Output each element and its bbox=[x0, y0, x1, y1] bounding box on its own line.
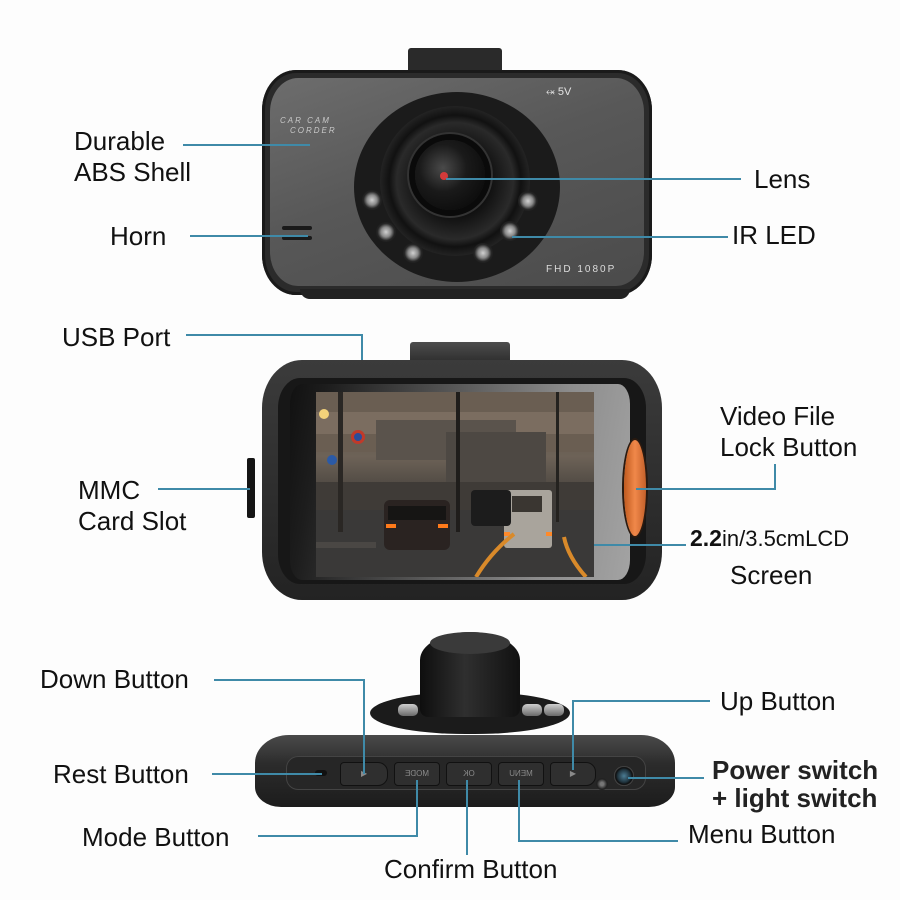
menu-button[interactable]: MENU bbox=[498, 762, 544, 786]
callout-lcd-size: 2.2in/3.5cmLCD bbox=[690, 525, 850, 551]
microphone-hole bbox=[596, 778, 608, 790]
lcd-screen-image bbox=[316, 392, 594, 577]
callout-mmc-slot: MMC Card Slot bbox=[78, 475, 187, 536]
up-arrow-icon: ▶ bbox=[569, 769, 577, 778]
callout-horn: Horn bbox=[110, 221, 167, 251]
leader-line-mode-h bbox=[258, 835, 418, 837]
callout-reset-button: Rest Button bbox=[53, 759, 189, 789]
callout-ir-led: IR LED bbox=[732, 220, 816, 250]
power-light-switch[interactable] bbox=[614, 766, 634, 786]
leader-line-down-h bbox=[214, 679, 364, 681]
resolution-marking: FHD 1080P bbox=[546, 264, 617, 275]
ir-led bbox=[544, 704, 564, 716]
mount-clip bbox=[410, 342, 510, 364]
callout-lcd-screen: Screen bbox=[730, 560, 813, 590]
leader-line-up-h bbox=[572, 700, 710, 702]
callout-confirm-button: Confirm Button bbox=[384, 854, 558, 884]
leader-line-lock-h bbox=[636, 488, 776, 490]
callout-usb-port: USB Port bbox=[62, 322, 171, 352]
leader-line-menu-v bbox=[518, 780, 520, 842]
ir-led bbox=[473, 243, 493, 263]
video-file-lock-button[interactable] bbox=[624, 440, 646, 536]
mmc-card-slot bbox=[247, 458, 255, 518]
shell-bottom-edge bbox=[300, 289, 630, 299]
ir-led bbox=[522, 704, 542, 716]
leader-line-menu-h bbox=[518, 840, 678, 842]
street-scene-image bbox=[316, 392, 594, 577]
callout-mode-button: Mode Button bbox=[82, 822, 230, 852]
leader-line-shell bbox=[183, 144, 310, 146]
leader-line-reset bbox=[212, 773, 322, 775]
leader-line-usb-v bbox=[361, 334, 363, 360]
leader-line-lens bbox=[446, 178, 741, 180]
usb-icon: ⬾ bbox=[546, 86, 555, 98]
lens-glass bbox=[415, 140, 485, 210]
brand-marking: CAR CAM CORDER bbox=[280, 116, 337, 135]
leader-line-up-v bbox=[572, 700, 574, 770]
callout-up-button: Up Button bbox=[720, 686, 836, 716]
horn-grille bbox=[282, 226, 312, 230]
callout-menu-button: Menu Button bbox=[688, 819, 836, 849]
lens-center-dot bbox=[440, 172, 448, 180]
ir-led bbox=[398, 704, 418, 716]
ir-led bbox=[376, 222, 396, 242]
callout-down-button: Down Button bbox=[40, 664, 189, 694]
leader-line-mmc bbox=[158, 488, 250, 490]
leader-line-power bbox=[628, 777, 704, 779]
leader-line-down-v bbox=[363, 679, 365, 774]
ir-led bbox=[403, 243, 423, 263]
horn-grille bbox=[282, 236, 312, 240]
leader-line-confirm bbox=[466, 780, 468, 855]
ir-led bbox=[518, 191, 538, 211]
callout-lock-button: Video File Lock Button bbox=[720, 401, 858, 462]
usb-5v-marking: ⬾ 5V bbox=[546, 86, 572, 98]
leader-line-mode-v bbox=[416, 780, 418, 837]
lens-barrel-top bbox=[430, 632, 510, 654]
callout-lens: Lens bbox=[754, 164, 811, 194]
confirm-button[interactable]: OK bbox=[446, 762, 492, 786]
leader-line-lcd bbox=[594, 544, 686, 546]
leader-line-usb-h bbox=[186, 334, 362, 336]
leader-line-ir-led bbox=[512, 236, 728, 238]
callout-durable-shell: Durable ABS Shell bbox=[74, 126, 192, 187]
leader-line-horn bbox=[190, 235, 308, 237]
callout-power-switch: Power switch + light switch bbox=[712, 755, 879, 813]
ir-led bbox=[500, 221, 520, 241]
ir-led bbox=[362, 190, 382, 210]
leader-line-lock-v bbox=[774, 464, 776, 490]
